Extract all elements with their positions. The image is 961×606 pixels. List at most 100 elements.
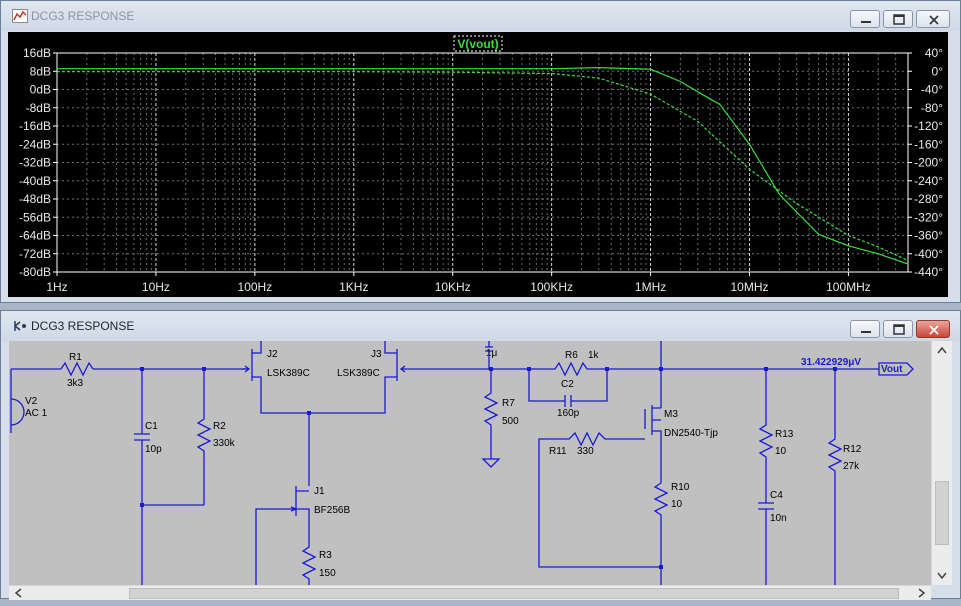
value-R2[interactable]: 330k: [213, 438, 236, 449]
label-R3[interactable]: R3: [319, 550, 332, 561]
value-R11[interactable]: 330: [577, 446, 594, 457]
y-right-tick-label: -200°: [914, 156, 943, 170]
schematic-junctions: [140, 367, 837, 569]
y-left-tick-label: -80dB: [19, 265, 51, 279]
y-right-tick-label: -440°: [914, 265, 943, 279]
y-right-tick-label: -40°: [921, 83, 943, 97]
close-button[interactable]: [916, 320, 950, 338]
minimize-icon: [861, 21, 871, 23]
y-right-tick-label: -240°: [914, 174, 943, 188]
x-tick-label: 100Hz: [238, 280, 273, 294]
y-left-tick-label: 16dB: [23, 46, 51, 60]
label-R1[interactable]: R1: [69, 352, 82, 363]
y-left-tick-label: -48dB: [19, 192, 51, 206]
y-right-tick-label: 40°: [925, 46, 943, 60]
vertical-scrollbar[interactable]: [931, 341, 952, 585]
minimize-button[interactable]: [850, 320, 880, 338]
scroll-arrows-icon: [937, 346, 947, 580]
label-R6[interactable]: R6: [565, 350, 578, 361]
value-C4[interactable]: 10n: [770, 513, 787, 524]
horizontal-scroll-thumb[interactable]: [129, 588, 899, 599]
maximize-button[interactable]: [883, 320, 913, 338]
y-left-tick-label: -16dB: [19, 119, 51, 133]
label-R10[interactable]: R10: [671, 482, 690, 493]
bode-plot-svg: 16dB 8dB 0dB -8dB -16dB -24dB -32dB -40dB -48dB -…: [19, 35, 943, 294]
schematic-canvas[interactable]: R1 3k3 V2 AC 1 C1 10p R2 330k J2 LSK389C…: [9, 341, 931, 585]
value-Cin[interactable]: 1μ: [486, 348, 498, 359]
label-R7[interactable]: R7: [502, 398, 515, 409]
schematic-labels: R1 3k3 V2 AC 1 C1 10p R2 330k J2 LSK389C…: [25, 348, 862, 579]
vertical-scroll-thumb[interactable]: [935, 481, 949, 545]
value-R13[interactable]: 10: [775, 446, 787, 457]
value-C2[interactable]: 160p: [557, 408, 580, 419]
y-left-tick-label: 8dB: [30, 64, 51, 78]
label-C1[interactable]: C1: [145, 421, 158, 432]
value-R7[interactable]: 500: [502, 416, 519, 427]
value-R1[interactable]: 3k3: [67, 378, 84, 389]
value-J1[interactable]: BF256B: [314, 505, 350, 516]
y-left-tick-label: -40dB: [19, 174, 51, 188]
label-J3[interactable]: J3: [371, 349, 382, 360]
value-R12[interactable]: 27k: [843, 461, 860, 472]
label-R2[interactable]: R2: [213, 421, 226, 432]
y-right-tick-label: -320°: [914, 210, 943, 224]
maximize-icon: [893, 324, 905, 335]
schematic-window-titlebar[interactable]: DCG3 RESPONSE: [1, 311, 960, 341]
x-tick-label: 10MHz: [731, 280, 769, 294]
label-J1[interactable]: J1: [314, 486, 325, 497]
y-left-tick-label: -8dB: [26, 101, 51, 115]
output-net-label[interactable]: Vout: [881, 364, 903, 375]
y-left-tick-label: -24dB: [19, 137, 51, 151]
label-C4[interactable]: C4: [770, 490, 783, 501]
bode-plot[interactable]: 16dB 8dB 0dB -8dB -16dB -24dB -32dB -40dB -48dB -…: [8, 32, 948, 297]
y-right-tick-label: -120°: [914, 119, 943, 133]
probe-voltage-readout: 31.422929μV: [801, 357, 861, 368]
schematic-wires: [10, 341, 914, 585]
x-tick-label: 10KHz: [435, 280, 471, 294]
y-right-tick-label: -160°: [914, 137, 943, 151]
y-left-tick-label: -64dB: [19, 229, 51, 243]
plot-window-titlebar[interactable]: DCG3 RESPONSE: [1, 1, 960, 31]
label-R12[interactable]: R12: [843, 444, 862, 455]
value-M3[interactable]: DN2540-Tjp: [664, 428, 718, 439]
y-right-axis: 40°0°-40°-80°-120°-160°-200°-240°-280°-3…: [908, 46, 943, 279]
phase-trace: [57, 71, 909, 262]
close-icon: [929, 325, 939, 335]
y-left-tick-label: -32dB: [19, 156, 51, 170]
label-R11[interactable]: R11: [549, 446, 567, 457]
trace-label[interactable]: V(vout): [457, 37, 498, 51]
y-right-tick-label: 0°: [932, 64, 944, 78]
minimize-button[interactable]: [850, 10, 880, 28]
scroll-arrows-icon: [14, 588, 926, 598]
y-right-tick-label: -80°: [921, 101, 943, 115]
y-left-tick-label: -72dB: [19, 247, 51, 261]
label-R13[interactable]: R13: [775, 429, 794, 440]
value-R6[interactable]: 1k: [588, 350, 600, 361]
trace-label-box[interactable]: [453, 35, 503, 52]
y-left-axis: 16dB 8dB 0dB -8dB -16dB -24dB -32dB -40dB -48dB -…: [19, 46, 57, 279]
value-R3[interactable]: 150: [319, 568, 336, 579]
y-right-tick-label: -400°: [914, 247, 943, 261]
plot-window[interactable]: DCG3 RESPONSE 16dB 8dB 0dB -8dB -16dB -24dB -3…: [0, 0, 961, 303]
x-tick-label: 10Hz: [142, 280, 170, 294]
value-C1[interactable]: 10p: [145, 444, 162, 455]
value-R10[interactable]: 10: [671, 499, 683, 510]
label-V2[interactable]: V2: [25, 396, 38, 407]
schematic-window-title: DCG3 RESPONSE: [31, 319, 135, 333]
value-J3[interactable]: LSK389C: [337, 368, 380, 379]
horizontal-scrollbar[interactable]: [9, 585, 931, 600]
value-V2[interactable]: AC 1: [25, 408, 48, 419]
minimize-icon: [861, 331, 871, 333]
schematic-window[interactable]: DCG3 RESPONSE: [0, 310, 961, 600]
y-left-tick-label: 0dB: [30, 83, 51, 97]
plot-window-title: DCG3 RESPONSE: [31, 9, 135, 23]
close-button[interactable]: [916, 10, 950, 28]
maximize-button[interactable]: [883, 10, 913, 28]
label-J2[interactable]: J2: [267, 349, 278, 360]
label-M3[interactable]: M3: [664, 409, 678, 420]
magnitude-trace: [57, 66, 909, 265]
value-J2[interactable]: LSK389C: [267, 368, 310, 379]
label-C2[interactable]: C2: [561, 379, 574, 390]
schematic-svg: R1 3k3 V2 AC 1 C1 10p R2 330k J2 LSK389C…: [10, 341, 914, 585]
